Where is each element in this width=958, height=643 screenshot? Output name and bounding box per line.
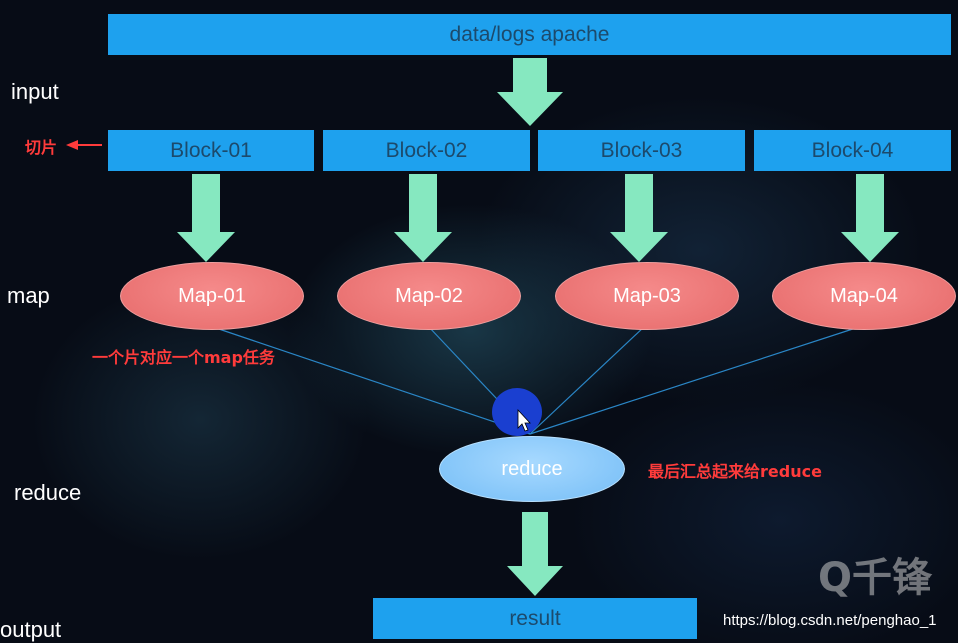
map-02: Map-02	[337, 262, 521, 330]
pointer-highlight	[492, 388, 542, 436]
block-03: Block-03	[538, 130, 745, 171]
arrow-reduce-result	[507, 512, 563, 596]
note-one-slice-one-map: 一个片对应一个map任务	[92, 348, 275, 367]
logo-q-icon: Q	[818, 555, 853, 601]
map-03: Map-03	[555, 262, 739, 330]
label-output: output	[0, 617, 62, 642]
line-map-03-reduce	[529, 325, 646, 435]
top-data-box: data/logs apache	[108, 14, 951, 55]
logo-text: 千锋	[852, 555, 933, 601]
arrow-block-02-map-02	[394, 174, 452, 262]
block-02: Block-02	[323, 130, 530, 171]
watermark-url: https://blog.csdn.net/penghao_1	[723, 612, 937, 629]
map-01: Map-01	[120, 262, 304, 330]
note-aggregate: 最后汇总起来给reduce	[648, 462, 822, 481]
reduce-node: reduce	[439, 436, 625, 502]
block-04: Block-04	[754, 130, 951, 171]
block-01: Block-01	[108, 130, 314, 171]
note-slice: 切片	[25, 138, 58, 157]
arrow-top-down	[497, 58, 563, 126]
map-04: Map-04	[772, 262, 956, 330]
label-input: input	[11, 79, 59, 104]
label-map: map	[7, 283, 50, 308]
slice-pointer-head	[66, 140, 78, 150]
result-box: result	[373, 598, 697, 639]
arrow-block-01-map-01	[177, 174, 235, 262]
arrow-block-03-map-03	[610, 174, 668, 262]
label-reduce: reduce	[14, 480, 82, 505]
line-map-04-reduce	[529, 325, 863, 435]
line-map-01-reduce	[209, 325, 531, 435]
arrow-block-04-map-04	[841, 174, 899, 262]
brand-logo: Q千锋	[818, 545, 958, 605]
